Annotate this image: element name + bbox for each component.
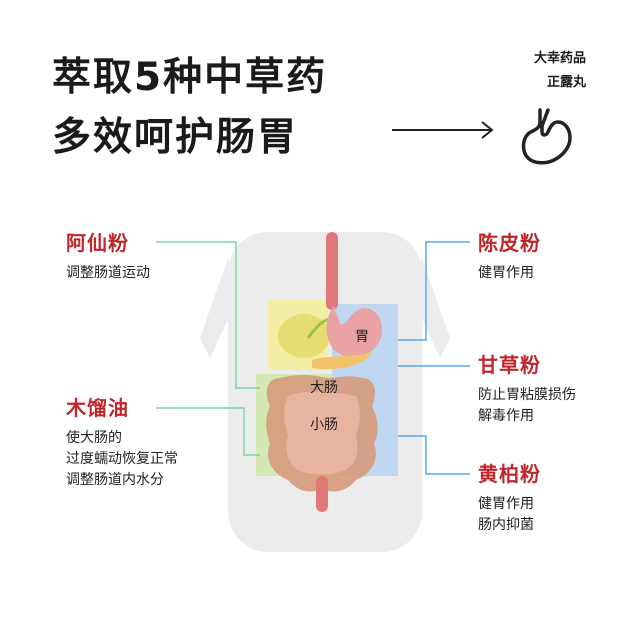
ingredient-desc: 调整肠道内水分 (66, 472, 164, 488)
ingredient-desc: 健胃作用 (478, 265, 534, 281)
ingredient-desc: 过度蠕动恢复正常 (66, 451, 178, 467)
ingredient-gancao: 甘草粉 防止胃粘膜损伤 解毒作用 (478, 355, 576, 427)
headline-line-1: 萃取5种中草药 (52, 55, 328, 100)
ingredient-muliuyou: 木馏油 使大肠的 过度蠕动恢复正常 调整肠道内水分 (66, 398, 178, 491)
ingredient-name: 阿仙粉 (66, 231, 129, 255)
ingredient-name: 木馏油 (66, 396, 129, 420)
brand-name: 大幸药品 (533, 51, 586, 66)
stomach-icon (521, 108, 572, 165)
body-illustration (200, 232, 450, 552)
organ-label-large-intestine: 大肠 (310, 380, 338, 396)
product-name: 正露丸 (546, 75, 586, 90)
ingredient-huangbai: 黄柏粉 健胃作用 肠内抑菌 (478, 464, 541, 536)
ingredient-axian: 阿仙粉 调整肠道运动 (66, 233, 150, 284)
ingredient-name: 黄柏粉 (478, 462, 541, 486)
arrow-right-icon (392, 121, 494, 139)
liver-shape (278, 314, 330, 358)
ingredient-name: 陈皮粉 (478, 231, 541, 255)
ingredient-desc: 健胃作用 (478, 496, 534, 512)
ingredient-desc: 防止胃粘膜损伤 (478, 387, 576, 403)
ingredient-desc: 解毒作用 (478, 408, 534, 424)
small-intestine-shape (284, 391, 360, 475)
stomach-shape (326, 306, 383, 357)
ingredient-chenpi: 陈皮粉 健胃作用 (478, 233, 541, 284)
organ-label-small-intestine: 小肠 (310, 417, 338, 433)
pancreas-shape (312, 352, 372, 370)
esophagus-shape (326, 232, 338, 310)
ingredient-desc: 使大肠的 (66, 430, 122, 446)
organ-label-stomach: 胃 (355, 329, 369, 345)
ingredient-name: 甘草粉 (478, 353, 541, 377)
headline-line-2: 多效呵护肠胃 (52, 115, 299, 160)
rectum-shape (316, 476, 328, 512)
ingredient-desc: 调整肠道运动 (66, 265, 150, 281)
ingredient-desc: 肠内抑菌 (478, 517, 534, 533)
